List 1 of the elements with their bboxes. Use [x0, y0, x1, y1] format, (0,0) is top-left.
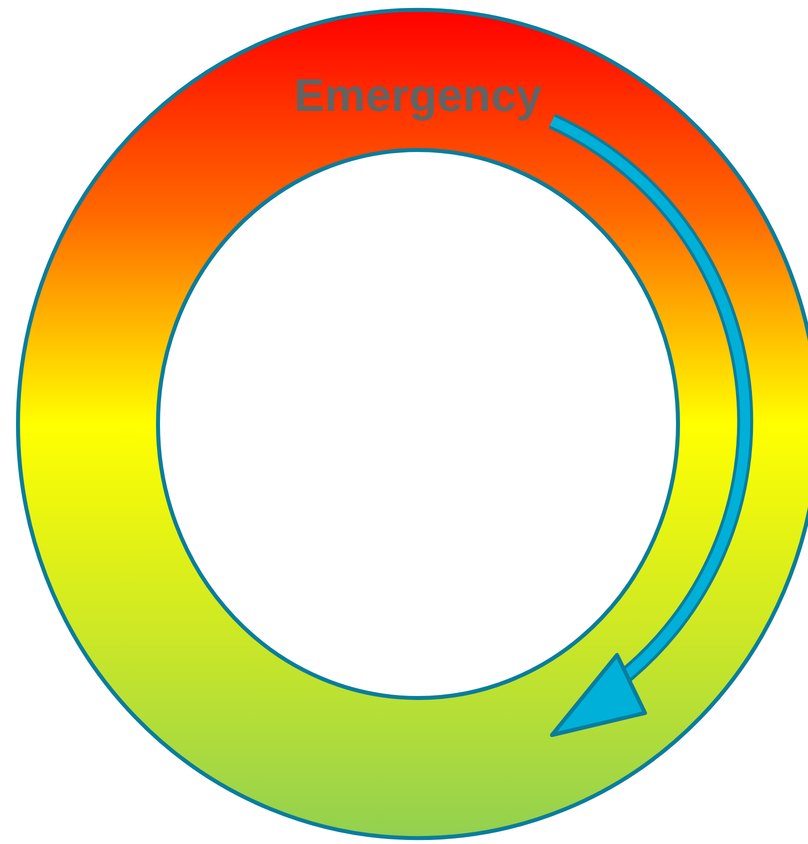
ring-label: Emergency — [294, 68, 542, 122]
